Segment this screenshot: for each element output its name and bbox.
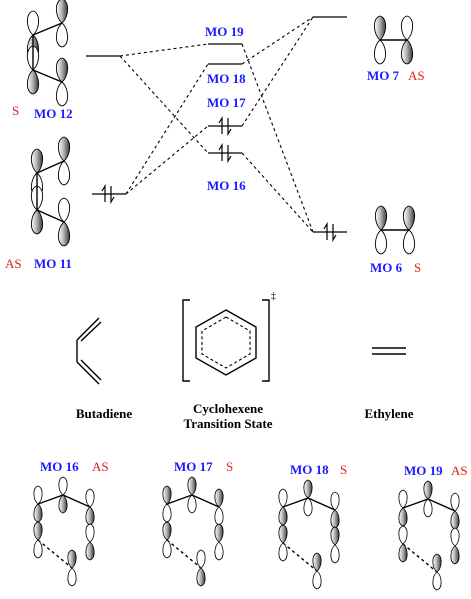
transition-state-symbol: ‡ <box>271 291 276 302</box>
ethylene-mo7-orbital <box>374 16 412 64</box>
butadiene-label: Butadiene <box>76 406 133 421</box>
mo19-label: MO 19 <box>205 24 244 39</box>
bottom-mo17-symmetry: S <box>226 459 233 474</box>
bottom-mo16-symmetry: AS <box>92 459 109 474</box>
bottom-mo16-label: MO 16 <box>40 459 79 474</box>
bottom-mo18-orbital <box>279 480 339 589</box>
butadiene-structure <box>76 317 102 385</box>
mo12-symmetry: S <box>12 103 19 118</box>
correlation-lines <box>119 16 314 233</box>
electron-pair-mo11 <box>101 183 115 205</box>
bottom-mo16-orbital <box>34 477 94 586</box>
mo6-symmetry: S <box>414 260 421 275</box>
electron-pair-mo16 <box>218 142 232 164</box>
bottom-mo18-symmetry: S <box>340 462 347 477</box>
bottom-mo19-orbital <box>399 481 459 590</box>
mo11-symmetry: AS <box>5 256 22 271</box>
ts-label-line2: Transition State <box>184 416 273 431</box>
butadiene-mo12-orbital <box>27 0 67 106</box>
ts-label-line1: Cyclohexene <box>193 401 263 416</box>
ethylene-label: Ethylene <box>364 406 413 421</box>
bottom-mo19-symmetry: AS <box>451 463 468 478</box>
bottom-mo18-label: MO 18 <box>290 462 329 477</box>
mo6-label: MO 6 <box>370 260 403 275</box>
bottom-mo17-orbital <box>163 477 223 586</box>
butadiene-mo11-orbital <box>31 137 69 246</box>
cyclohexene-ts-structure <box>182 299 270 382</box>
bottom-mo17-label: MO 17 <box>174 459 213 474</box>
mo12-label: MO 12 <box>34 106 73 121</box>
electron-pair-mo6 <box>323 221 337 243</box>
mo16-label: MO 16 <box>207 178 246 193</box>
mo7-label: MO 7 <box>367 68 400 83</box>
electron-pair-mo17 <box>218 115 232 137</box>
ethylene-structure <box>372 347 406 355</box>
mo7-symmetry: AS <box>408 68 425 83</box>
mo17-label: MO 17 <box>207 95 246 110</box>
bottom-mo19-label: MO 19 <box>404 463 443 478</box>
mo11-label: MO 11 <box>34 256 72 271</box>
ethylene-mo6-orbital <box>375 206 414 254</box>
mo18-label: MO 18 <box>207 71 246 86</box>
